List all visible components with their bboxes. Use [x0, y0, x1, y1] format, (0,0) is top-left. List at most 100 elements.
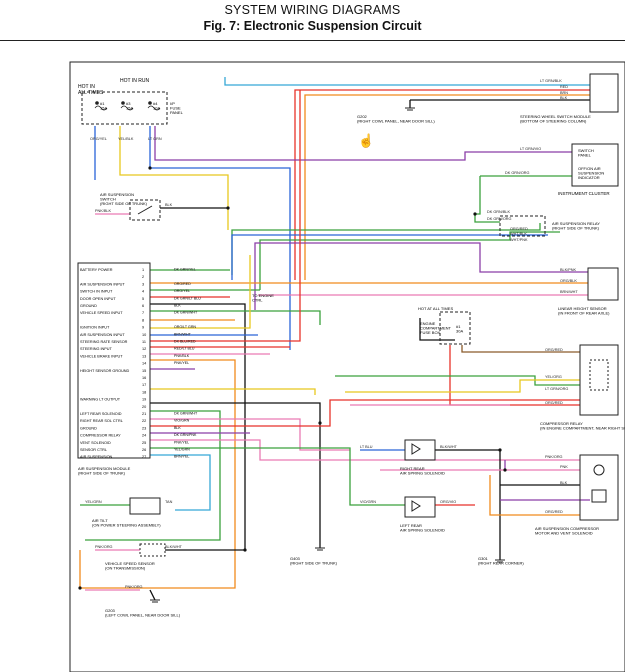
wlabel-2: RED [560, 85, 568, 89]
splice-dots [78, 166, 507, 590]
engine-fusebox [439, 311, 471, 345]
wire-relay-join [474, 214, 500, 223]
wlabel-28: TAN [165, 500, 173, 504]
module-pin-wire-label: BLK [174, 304, 181, 308]
wire-org-comp [489, 475, 580, 516]
module-pin-number: 8 [142, 318, 144, 322]
wlabel-27: YEL/GRN [85, 500, 102, 504]
module-pin-number: 18 [142, 390, 146, 394]
module-pin-number: 22 [142, 419, 146, 423]
wlabel-22: PNK [560, 465, 568, 469]
module-pin-label: WARNING LT OUTPUT [80, 398, 121, 402]
module-pin-number: 25 [142, 441, 146, 445]
module-pin-wire-label: DK BLU/RED [174, 340, 196, 344]
module-pin-wire-label: VIO/GRN [174, 419, 190, 423]
wlabel-19: LT BLU [360, 445, 373, 449]
wlabel-34: LT GRN [148, 137, 162, 141]
wlabel-3: BRN [560, 91, 568, 95]
wlabel-11: WHT/PNK [510, 238, 528, 242]
wlabel-23: BLK [560, 481, 568, 485]
air-susp-switch-blade [137, 205, 153, 215]
wire-violet-switch [154, 126, 572, 161]
wlabel-33: YEL/BLK [118, 137, 134, 141]
module-pin-wire-label: DK GRN/WHT [174, 412, 198, 416]
module-pin-number: 21 [142, 412, 146, 416]
page-header: SYSTEM WIRING DIAGRAMS Fig. 7: Electroni… [0, 0, 625, 41]
module-pin-label: GROUND [80, 304, 97, 308]
wire-pin26 [150, 399, 580, 427]
module-pin-number: 10 [142, 333, 146, 337]
ground-g202 [405, 107, 415, 111]
module-pin-label: DOOR OPEN INPUT [80, 297, 116, 301]
vent-solenoid-symbol [591, 489, 607, 503]
module-pin-wire-label: DK GRN/PNK [174, 433, 197, 437]
wlabel-18: ORG/RED [545, 401, 563, 405]
label-g301: G301(RIGHT REAR CORNER) [478, 556, 524, 566]
air-suspension-module [77, 262, 151, 459]
wire-dkgrn-relay [231, 223, 541, 275]
module-pin-label: SWITCH IN INPUT [80, 290, 113, 294]
module-pin-label: AIR SUSPENSION [80, 455, 113, 459]
module-pin-number: 5 [142, 297, 144, 301]
module-pin-number: 20 [142, 405, 146, 409]
module-pin-number: 4 [142, 290, 144, 294]
linear-height-sensor [587, 267, 619, 301]
module-pin-number: 7 [142, 311, 144, 315]
wlabel-12: BLK/PNK [560, 268, 577, 272]
module-pin-wire-label: DK GRN/WHT [174, 311, 198, 315]
module-pin-wire-label: BRN/WHT [174, 332, 192, 336]
module-pin-label: RIGHT REAR SOL CTRL [80, 419, 123, 423]
module-pin-wire-label: BRN/YEL [174, 455, 189, 459]
module-pin-number: 3 [142, 282, 144, 286]
label-g202: G202(RIGHT COWL PANEL, NEAR DOOR SILL) [357, 114, 435, 124]
left-rear-solenoid [404, 496, 436, 518]
wire-pin24 [85, 410, 221, 541]
module-pin-label: VEHICLE SPEED INPUT [80, 311, 123, 315]
wlabel-25: VIO/GRN [360, 500, 376, 504]
wire-org-top [304, 94, 590, 280]
module-pin-label: COMPRESSOR RELAY [80, 434, 121, 438]
module-pin-number: 1 [142, 268, 144, 272]
module-pin-label: STEERING RATE SENSOR [80, 340, 128, 344]
module-pin-number: 15 [142, 369, 146, 373]
wire-yel-relay [345, 379, 580, 393]
page-title: SYSTEM WIRING DIAGRAMS [224, 3, 401, 17]
module-pin-label: LEFT REAR SOLENOID [80, 412, 122, 416]
module-pin-number: 13 [142, 354, 146, 358]
wlabel-15: ORG/RED [545, 348, 563, 352]
wire-pin25 [150, 418, 350, 451]
wlabel-5: LT GRN/VIO [520, 147, 541, 151]
label-inst-cluster: INSTRUMENT CLUSTER [558, 191, 610, 196]
module-pin-wire-label: ORG/LT GRN [174, 325, 196, 329]
air-tilt [129, 497, 161, 515]
label-compressor-relay: COMPRESSOR RELAY(IN ENGINE COMPARTMENT, … [540, 421, 625, 431]
wlabel-6: DK GRN/ORG [505, 171, 530, 175]
wlabel-36: BLK [165, 203, 173, 207]
wlabel-4: BLK [560, 96, 568, 100]
module-pin-wire-label: DK GRN/YEL [174, 268, 196, 272]
module-pin-wire-label: ORG/YEL [174, 289, 190, 293]
wire-pin9b [150, 255, 251, 329]
label-steering-mod: STEERING WHEEL SWITCH MODULE(BOTTOM OF S… [520, 114, 591, 124]
wire-pin6-gnd [150, 303, 246, 550]
air-susp-switch [129, 199, 161, 221]
wire-pin7 [150, 310, 321, 325]
module-pin-number: 14 [142, 362, 146, 366]
module-pin-label: AIR SUSPENSION INPUT [80, 333, 125, 337]
wlabel-24: ORG/RED [545, 510, 563, 514]
module-pin-number: 23 [142, 426, 146, 430]
label-hot-all-2: HOT AT ALL TIMES [418, 306, 453, 311]
module-pin-wire-label: PNK/YEL [174, 440, 189, 444]
wire-pin19 [150, 388, 316, 395]
wlabel-13: ORG/BLK [560, 279, 577, 283]
wlabel-16: YEL/ORG [545, 375, 562, 379]
module-pin-number: 27 [142, 455, 146, 459]
